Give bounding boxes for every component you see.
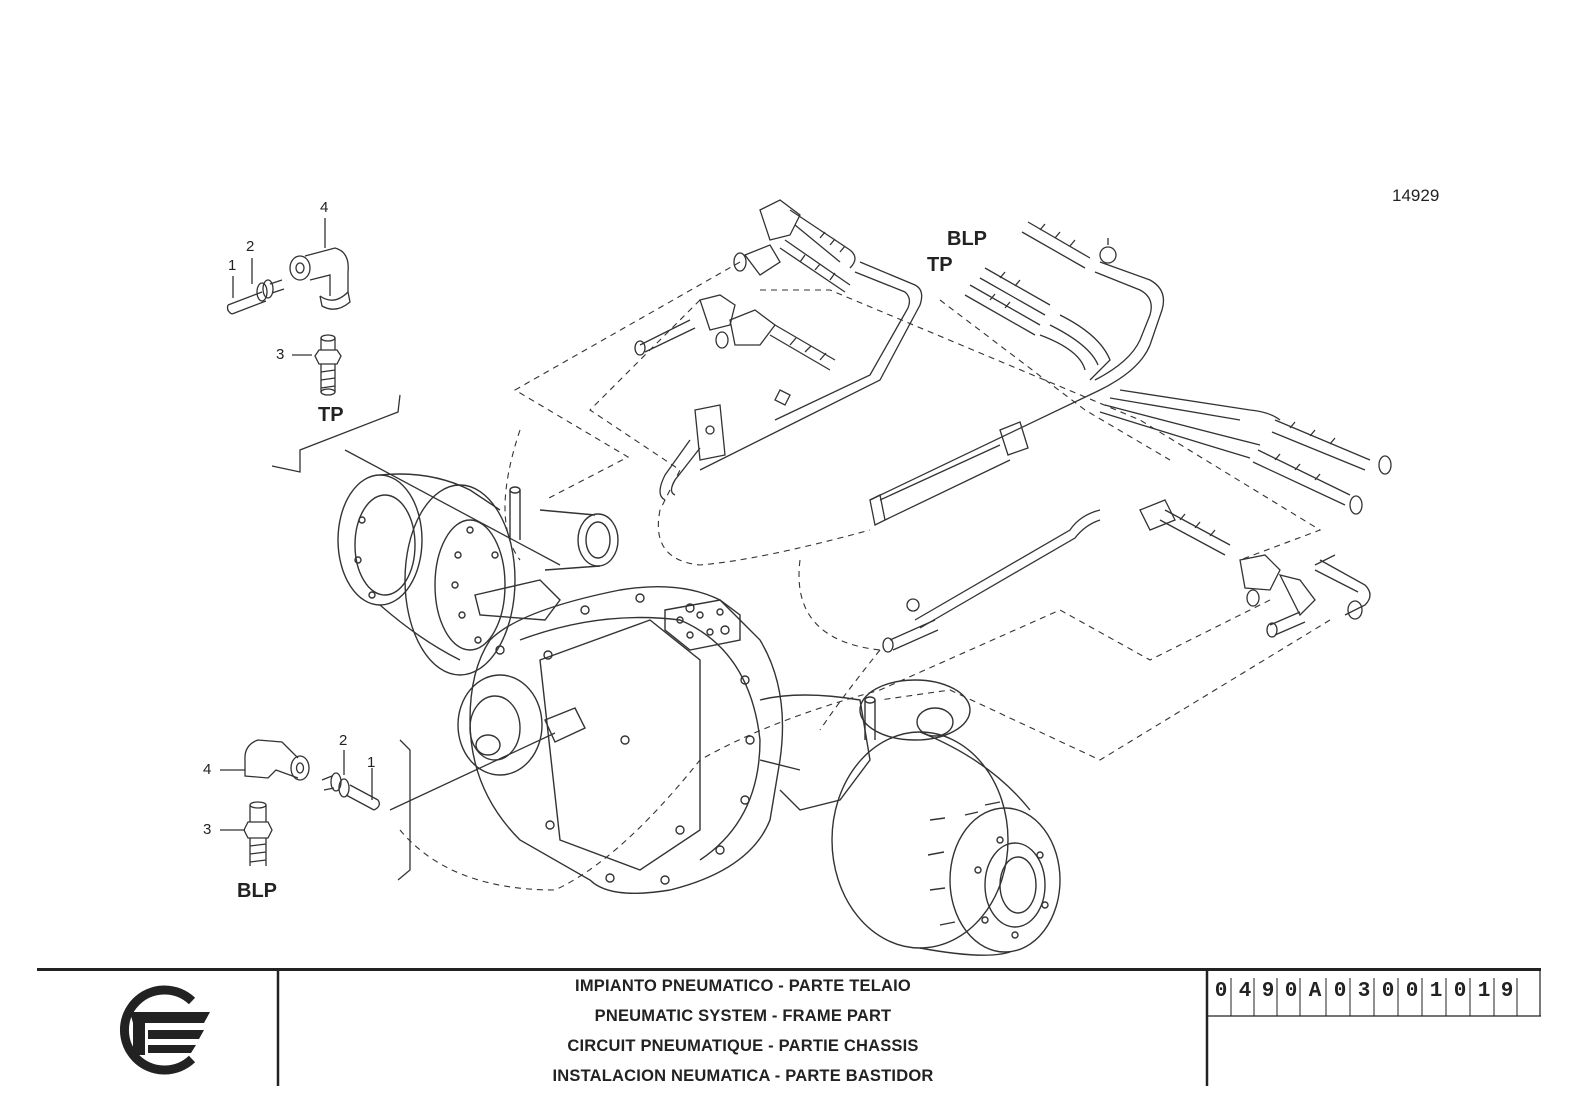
code-char: 9 (1261, 980, 1275, 1003)
code-char: 1 (1477, 980, 1491, 1003)
code-char: 9 (1500, 980, 1514, 1003)
callout-2-bottom: 2 (339, 732, 348, 749)
callout-3-bottom: 3 (203, 821, 212, 838)
title-french: CIRCUIT PNEUMATIQUE - PARTIE CHASSIS (567, 1037, 919, 1055)
axle-assembly (337, 473, 1061, 956)
company-logo (119, 985, 210, 1075)
code-char: 0 (1453, 980, 1467, 1003)
title-italian: IMPIANTO PNEUMATICO - PARTE TELAIO (575, 977, 911, 995)
callout-4-top: 4 (320, 199, 329, 216)
callout-1-bottom: 1 (367, 754, 376, 771)
callout-4-bottom: 4 (203, 761, 212, 778)
code-char: 0 (1381, 980, 1395, 1003)
group-label-tp-left: TP (318, 404, 344, 426)
group-label-blp-left: BLP (237, 880, 277, 902)
fitting-set-blp (220, 739, 380, 866)
code-char: 3 (1357, 980, 1371, 1003)
pipe-assembly-right (882, 499, 1371, 653)
code-char: 1 (1429, 980, 1443, 1003)
callout-2-top: 2 (246, 238, 255, 255)
group-label-blp-top: BLP (947, 228, 987, 250)
code-char: 4 (1238, 980, 1252, 1003)
pipe-assembly-top (634, 199, 1392, 526)
code-char: 0 (1405, 980, 1419, 1003)
title-block-frame (37, 968, 1541, 1086)
fitting-set-tp (226, 218, 351, 396)
title-spanish: INSTALACION NEUMATICA - PARTE BASTIDOR (552, 1067, 934, 1085)
code-char: 0 (1214, 980, 1228, 1003)
technical-drawing (220, 199, 1392, 956)
routing-lines (399, 261, 1331, 891)
code-char: 0 (1284, 980, 1298, 1003)
group-label-tp-top: TP (927, 254, 953, 276)
drawing-number: 14929 (1392, 186, 1440, 205)
code-char: A (1308, 980, 1322, 1003)
title-english: PNEUMATIC SYSTEM - FRAME PART (594, 1007, 892, 1025)
callout-1-top: 1 (228, 257, 237, 274)
code-char: 0 (1333, 980, 1347, 1003)
callout-3-top: 3 (276, 346, 285, 363)
